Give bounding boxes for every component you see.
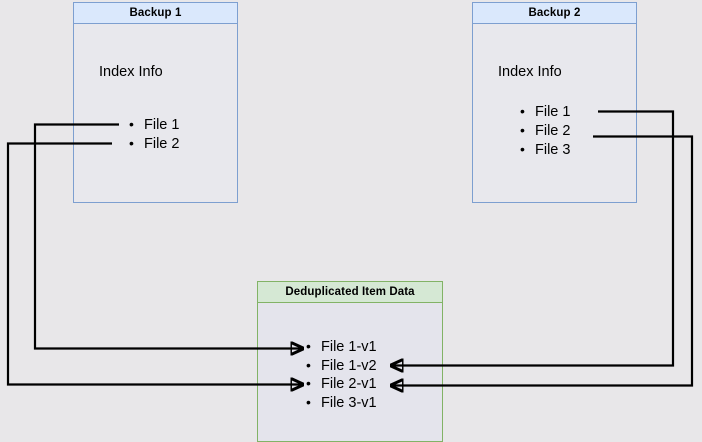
node-dedup-body: File 1-v1 File 1-v2 File 2-v1 File 3-v1 <box>257 303 443 442</box>
list-item: File 3-v1 <box>305 393 377 413</box>
node-dedup[interactable]: Deduplicated Item Data File 1-v1 File 1-… <box>257 281 443 442</box>
node-backup1-title: Backup 1 <box>73 2 238 24</box>
node-backup1-body: Index Info File 1 File 2 <box>73 24 238 203</box>
list-item: File 1 <box>128 115 179 135</box>
list-item: File 3 <box>519 140 570 160</box>
node-backup1[interactable]: Backup 1 Index Info File 1 File 2 <box>73 2 238 203</box>
node-dedup-title: Deduplicated Item Data <box>257 281 443 303</box>
list-item: File 1 <box>519 102 570 122</box>
list-item: File 2 <box>519 121 570 141</box>
node-backup2[interactable]: Backup 2 Index Info File 1 File 2 File 3 <box>472 2 637 203</box>
list-item: File 2-v1 <box>305 374 377 394</box>
node-backup2-body: Index Info File 1 File 2 File 3 <box>472 24 637 203</box>
node-backup2-subtitle: Index Info <box>498 64 562 80</box>
list-item: File 1-v2 <box>305 356 377 376</box>
node-dedup-file-list: File 1-v1 File 1-v2 File 2-v1 File 3-v1 <box>305 337 377 413</box>
list-item: File 2 <box>128 134 179 154</box>
node-backup2-file-list: File 1 File 2 File 3 <box>519 102 570 160</box>
node-backup1-subtitle: Index Info <box>99 64 163 80</box>
node-backup1-file-list: File 1 File 2 <box>128 115 179 154</box>
node-backup2-title: Backup 2 <box>472 2 637 24</box>
list-item: File 1-v1 <box>305 337 377 357</box>
